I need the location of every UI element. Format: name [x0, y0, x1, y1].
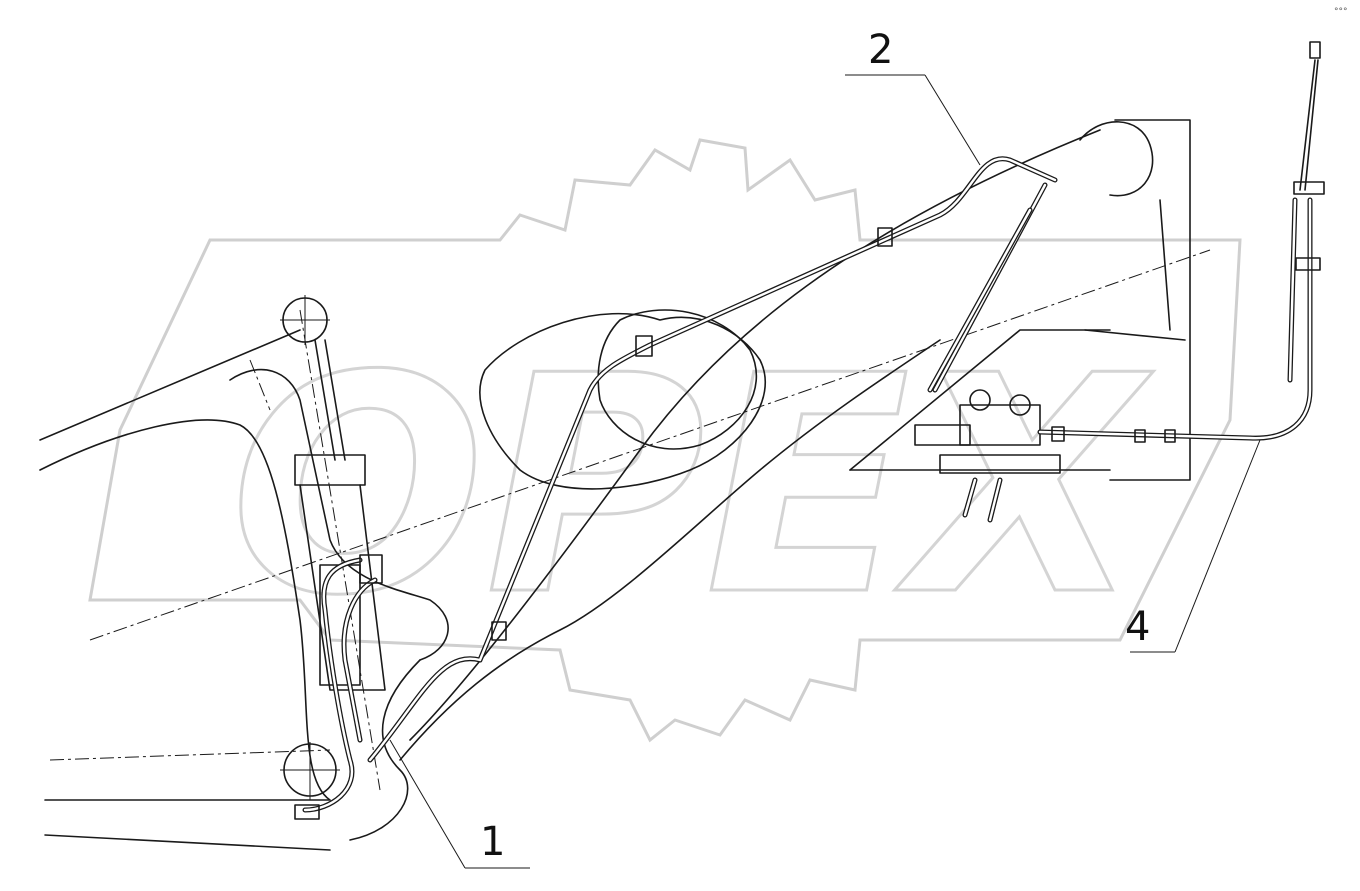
hose-assembly-4 — [1037, 41, 1325, 443]
callout-4: 4 — [1125, 439, 1261, 653]
callout-label-2: 2 — [868, 27, 893, 73]
callout-2: 2 — [845, 27, 981, 166]
callout-label-1: 1 — [480, 819, 505, 865]
watermark-logo: OPEX — [229, 311, 1156, 663]
boom-outline — [39, 119, 1191, 851]
watermark-gear — [88, 138, 1242, 743]
hose-assembly-2 — [367, 156, 1058, 763]
center-lines — [49, 249, 1211, 791]
callout-label-4: 4 — [1125, 604, 1150, 650]
pivot-bottom — [280, 742, 340, 800]
hose-assembly-1 — [294, 554, 383, 820]
watermark-text: OPEX — [230, 312, 1154, 661]
valve-block — [914, 389, 1061, 523]
pivot-top — [280, 295, 330, 345]
callout-1: 1 — [389, 739, 530, 869]
corner-mark: °°° — [1334, 7, 1348, 17]
